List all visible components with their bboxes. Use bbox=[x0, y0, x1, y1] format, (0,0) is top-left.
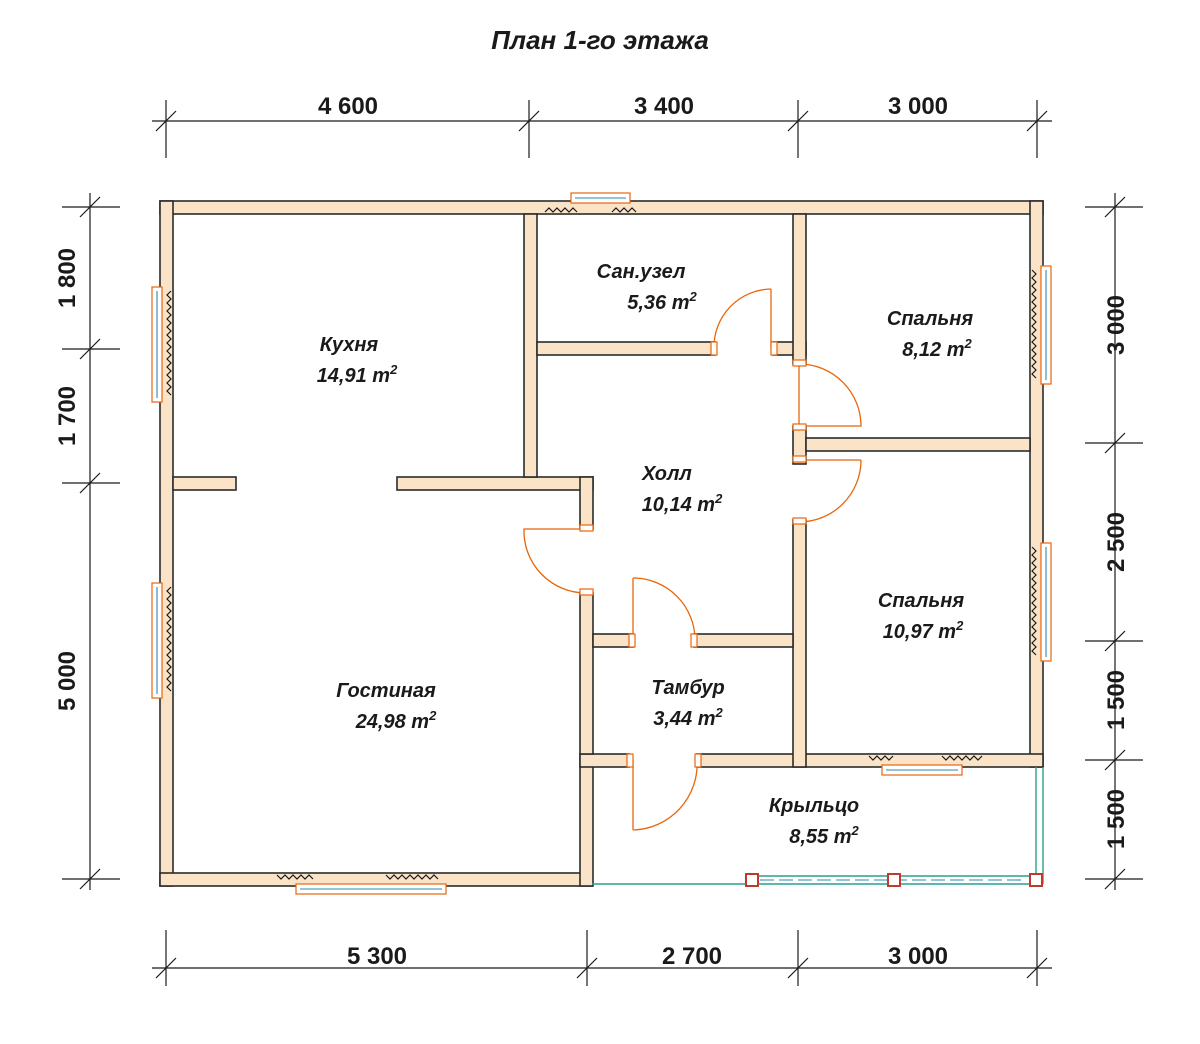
wall-bath-bottom bbox=[536, 341, 716, 356]
wall-bedroom2-left bbox=[792, 519, 807, 768]
wall-vestibule-top-right bbox=[693, 633, 794, 648]
vestibule-name: Тамбур bbox=[651, 677, 724, 699]
porch-railing bbox=[592, 767, 1044, 887]
bedroom2-name: Спальня bbox=[878, 590, 964, 612]
doors bbox=[523, 288, 862, 831]
wall-kitchen-right bbox=[523, 213, 538, 478]
dim-top-1: 4 600 bbox=[318, 93, 378, 120]
porch-name: Крыльцо bbox=[769, 795, 859, 817]
porch-post-2 bbox=[887, 873, 901, 887]
wall-kitchen-stub-left bbox=[172, 476, 237, 491]
porch-area: 8,55 m2 bbox=[789, 823, 859, 848]
porch-post-1 bbox=[745, 873, 759, 887]
living-area: 24,98 m2 bbox=[355, 708, 437, 733]
bedroom1-area: 8,12 m2 bbox=[902, 336, 972, 361]
dim-left-1: 1 800 bbox=[54, 248, 81, 308]
bedroom2-area: 10,97 m2 bbox=[883, 618, 964, 643]
dim-bottom-1: 5 300 bbox=[347, 943, 407, 970]
bedroom1-name: Спальня bbox=[887, 308, 973, 330]
walls bbox=[159, 200, 1044, 887]
hall-area: 10,14 m2 bbox=[642, 491, 723, 516]
dim-bottom-2: 2 700 bbox=[662, 943, 722, 970]
dim-top-2: 3 400 bbox=[634, 93, 694, 120]
hall-name: Холл bbox=[641, 463, 692, 485]
dim-left-2: 1 700 bbox=[54, 386, 81, 446]
dimension-labels: 4 600 3 400 3 000 5 300 2 700 3 000 1 80… bbox=[54, 93, 1130, 970]
wall-vestibule-bottom-right bbox=[696, 753, 1044, 768]
kitchen-area: 14,91 m2 bbox=[317, 362, 398, 387]
wall-hall-left-lower bbox=[579, 592, 594, 755]
wall-bedrooms-divider bbox=[805, 437, 1031, 452]
wall-bath-right bbox=[792, 213, 807, 365]
wall-kitchen-stub-right bbox=[396, 476, 594, 491]
plan-title: План 1-го этажа bbox=[491, 25, 709, 55]
dimension-lines bbox=[62, 100, 1143, 986]
dim-right-3: 1 500 bbox=[1103, 670, 1130, 730]
wall-vestibule-bottom-left bbox=[579, 753, 630, 768]
bath-name: Сан.узел bbox=[597, 261, 686, 283]
bath-area: 5,36 m2 bbox=[627, 289, 697, 314]
porch-post-3 bbox=[1029, 873, 1043, 887]
room-labels: Кухня 14,91 m2 Сан.узел 5,36 m2 Спальня … bbox=[317, 261, 974, 848]
dim-bottom-3: 3 000 bbox=[888, 943, 948, 970]
living-name: Гостиная bbox=[336, 680, 436, 702]
wall-hall-left-upper bbox=[579, 476, 594, 530]
vestibule-area: 3,44 m2 bbox=[653, 705, 723, 730]
wall-porch-left bbox=[579, 753, 594, 887]
dim-top-3: 3 000 bbox=[888, 93, 948, 120]
dim-left-3: 5 000 bbox=[54, 651, 81, 711]
windows bbox=[151, 192, 1052, 895]
kitchen-name: Кухня bbox=[320, 334, 379, 356]
dim-right-4: 1 500 bbox=[1103, 789, 1130, 849]
dim-right-2: 2 500 bbox=[1103, 512, 1130, 572]
dim-right-1: 3 000 bbox=[1103, 295, 1130, 355]
wall-vestibule-top-left bbox=[592, 633, 634, 648]
